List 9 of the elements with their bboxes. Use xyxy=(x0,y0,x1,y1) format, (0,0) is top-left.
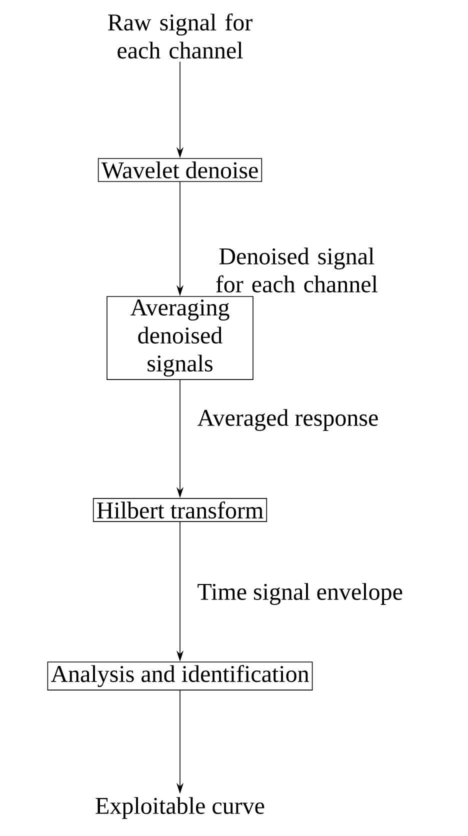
text-label: Raw signal for each channel xyxy=(108,13,252,59)
process-box: Hilbert transform xyxy=(92,498,268,522)
process-box: Wavelet denoise xyxy=(98,158,262,182)
process-box: Analysis and identification xyxy=(47,662,313,690)
edge-label: Averaged response xyxy=(197,409,378,431)
edge-label: Time signal envelope xyxy=(198,583,402,605)
text-label: Exploitable curve xyxy=(96,797,264,819)
process-box: Averaging denoised signals xyxy=(106,296,254,380)
edge-label: Denoised signal for each channel xyxy=(216,248,378,292)
